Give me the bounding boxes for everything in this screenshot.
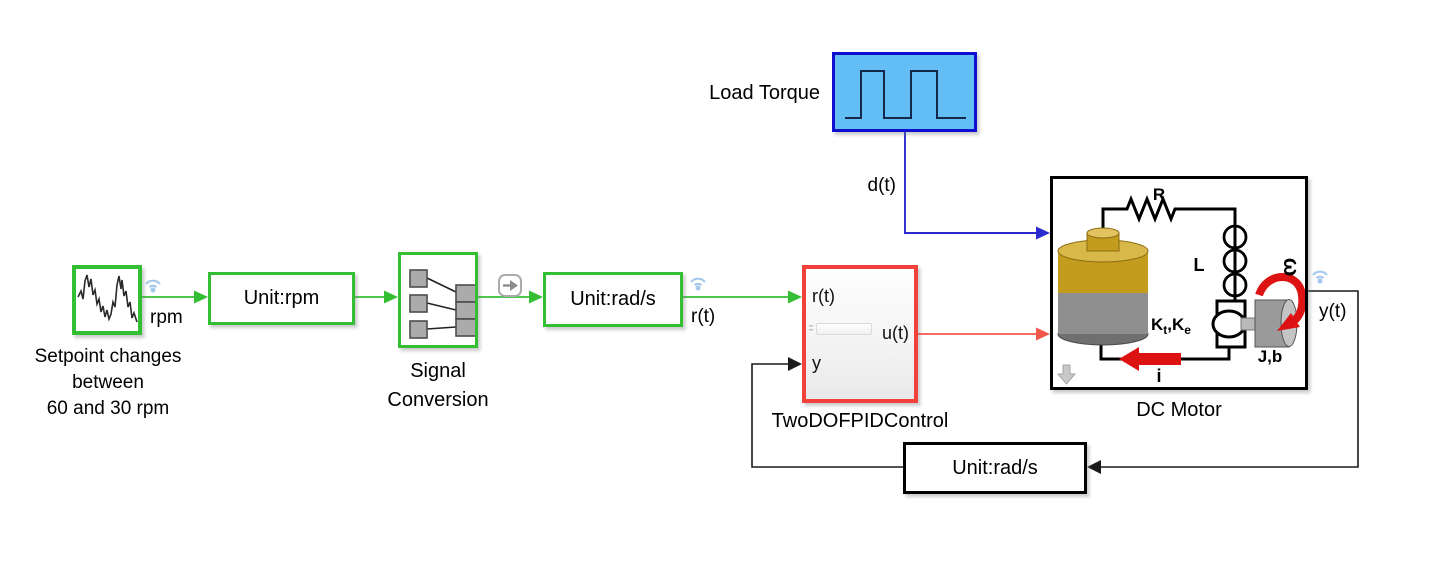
controller-port-y: y — [812, 353, 821, 373]
wire-ut-controller-to-dcmotor[interactable] — [918, 327, 1050, 341]
wire-feedback-unit-to-controller-y[interactable] — [751, 357, 903, 468]
wire-arrowhead — [1036, 226, 1050, 240]
name-line: Conversion — [387, 389, 489, 411]
right-arrow-icon — [502, 280, 518, 291]
wire-arrowhead — [788, 357, 802, 371]
controller-port-rt: r(t) — [812, 286, 835, 306]
signal-conversion-icon — [409, 269, 477, 339]
wire-segment — [1100, 290, 1359, 468]
wire-rt-to-controller[interactable] — [683, 290, 802, 304]
signal-propagation-badge[interactable] — [498, 274, 522, 297]
controller-name[interactable]: TwoDOFPIDControl — [771, 410, 949, 432]
ke-label-sub: e — [1184, 323, 1191, 337]
annotation-line: 60 and 30 rpm — [46, 398, 170, 419]
inductor-coil-icon — [1222, 272, 1248, 298]
setpoint-annotation[interactable]: Setpoint changes between 60 and 30 rpm — [10, 344, 206, 422]
inertia-label: J,b — [1258, 347, 1283, 366]
unit-rpm-label: Unit:rpm — [243, 287, 320, 309]
name-line: Signal — [410, 360, 466, 382]
ke-label-main: ,K — [1167, 315, 1185, 334]
signal-label-yt[interactable]: y(t) — [1319, 301, 1347, 322]
inductor-coil-icon — [1222, 248, 1248, 274]
current-arrow-icon — [1119, 347, 1181, 371]
setpoint-source-block[interactable] — [72, 265, 142, 335]
gray-down-arrow-icon — [1056, 364, 1077, 385]
wire-arrowhead — [788, 290, 802, 304]
feedback-unit-label: Unit:rad/s — [952, 456, 1038, 479]
annotation-line: Setpoint changes — [34, 346, 182, 367]
wire-arrowhead — [384, 290, 398, 304]
wire-unit-rpm-to-signal-conversion[interactable] — [355, 290, 398, 304]
kt-label-sub: t — [1163, 323, 1167, 337]
unit-rads-block[interactable]: Unit:rad/s — [543, 272, 683, 327]
wire-signal-conversion-to-unit-rads[interactable] — [478, 290, 543, 304]
signal-conversion-name[interactable]: Signal Conversion — [358, 357, 518, 415]
dc-motor-circuit-icon: R L Kt,Ke J,b ω i — [1056, 185, 1307, 386]
kt-ke-label: Kt,Ke — [1151, 315, 1191, 337]
controller-port-ut: u(t) — [882, 323, 909, 343]
wire-arrowhead — [1036, 327, 1050, 341]
current-label: i — [1156, 366, 1161, 386]
unit-rpm-block[interactable]: Unit:rpm — [208, 272, 355, 325]
signal-conversion-block[interactable] — [398, 252, 478, 348]
pid-slider-icon — [816, 323, 872, 335]
omega-label: ω — [1279, 258, 1304, 277]
rotation-arrow-icon — [1255, 273, 1307, 331]
twodof-pid-controller-block[interactable]: r(t) y u(t) — [802, 265, 918, 403]
load-torque-block[interactable] — [832, 52, 977, 132]
kt-label-main: K — [1151, 315, 1164, 334]
wire-arrowhead — [194, 290, 208, 304]
circuit-wire — [1101, 194, 1237, 307]
wire-arrowhead — [529, 290, 543, 304]
load-torque-name[interactable]: Load Torque — [709, 82, 820, 104]
wire-arrowhead — [1087, 460, 1101, 474]
signal-label-rpm[interactable]: rpm — [150, 307, 183, 328]
wire-setpoint-to-unit-rpm[interactable] — [140, 290, 208, 304]
annotation-line: between — [72, 372, 144, 393]
signal-label-rt[interactable]: r(t) — [691, 306, 716, 327]
signal-label-dt[interactable]: d(t) — [867, 175, 897, 196]
wire-segment — [751, 363, 903, 468]
wire-dt-loadtorque-to-dcmotor[interactable] — [904, 132, 1050, 240]
dc-motor-block[interactable]: R L Kt,Ke J,b ω i — [1050, 176, 1308, 390]
pid-slider-ticks-icon — [809, 325, 813, 332]
motor-icon — [1211, 299, 1298, 349]
resistor-label: R — [1153, 185, 1165, 204]
signal-logging-icon[interactable] — [687, 271, 709, 292]
inductor-coil-icon — [1222, 224, 1248, 250]
unit-rads-label: Unit:rad/s — [570, 288, 656, 310]
inductor-label: L — [1194, 255, 1205, 275]
wire-segment — [904, 132, 1038, 234]
signal-logging-icon[interactable] — [1309, 264, 1331, 285]
dc-motor-name[interactable]: DC Motor — [1136, 399, 1222, 421]
random-signal-waveform-icon — [77, 274, 138, 323]
battery-icon — [1057, 227, 1149, 346]
feedback-unit-rads-block[interactable]: Unit:rad/s — [903, 442, 1087, 494]
wire-yt-dcmotor-to-feedback-unit[interactable] — [1087, 290, 1359, 474]
signal-logging-icon[interactable] — [142, 273, 164, 294]
pulse-wave-icon — [845, 70, 966, 119]
